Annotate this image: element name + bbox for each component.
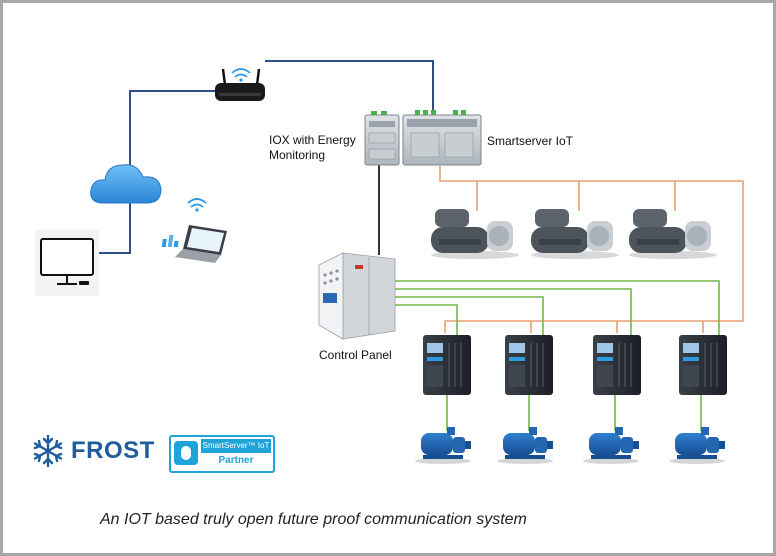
- vfd-drive-4: [679, 335, 727, 395]
- data-bus-lines: [439, 166, 744, 333]
- iox-label-line-2: Monitoring: [269, 148, 326, 162]
- smartserver-device-icon: [402, 110, 482, 166]
- smartserver-label: Smartserver IoT: [487, 134, 574, 148]
- cloud-to-desktop-link: [99, 203, 131, 254]
- smartserver-bus-line: [439, 166, 744, 333]
- partner-product-name: SmartServer™ IoT: [201, 439, 271, 453]
- frost-brand-name: FROST: [71, 437, 155, 464]
- router-to-smartserver-link: [265, 60, 434, 113]
- control-line-vfd-1: [395, 304, 458, 335]
- chiller-3: [629, 209, 717, 259]
- router-to-cloud-link: [129, 90, 218, 171]
- pump-1: [415, 427, 471, 464]
- partner-role: Partner: [218, 455, 254, 466]
- partner-logo-icon: [174, 441, 198, 465]
- wifi-icon: [187, 198, 207, 212]
- pump-2: [497, 427, 553, 464]
- system-diagram: [35, 60, 744, 464]
- vfd-drive-3: [593, 335, 641, 395]
- diagram-caption: An IOT based truly open future proof com…: [100, 511, 527, 528]
- iox-label-line-1: IOX with Energy: [269, 133, 356, 147]
- smartserver-partner-badge: SmartServer™ IoT Partner: [169, 435, 275, 473]
- desktop-computer-icon: [35, 230, 99, 296]
- control-panel-icon: [318, 252, 396, 340]
- laptop-icon: [161, 225, 227, 263]
- chiller-2: [531, 209, 619, 259]
- cloud-icon: [90, 164, 162, 204]
- control-line-vfd-3: [395, 288, 632, 335]
- vfd-drive-1: [423, 335, 471, 395]
- iox-label: IOX with Energy Monitoring: [269, 133, 356, 163]
- pump-3: [583, 427, 639, 464]
- router-icon: [215, 68, 265, 101]
- network-links: [99, 60, 434, 254]
- chiller-1: [431, 209, 519, 259]
- control-line-vfd-4: [395, 280, 720, 335]
- vfd-drive-2: [505, 335, 553, 395]
- frost-logo: FROST: [31, 431, 155, 471]
- pump-4: [669, 427, 725, 464]
- snowflake-icon: [33, 434, 63, 468]
- control-lines: [395, 280, 720, 431]
- control-line-vfd-2: [395, 296, 544, 335]
- iox-device-icon: [364, 111, 400, 166]
- control-panel-label: Control Panel: [319, 348, 392, 362]
